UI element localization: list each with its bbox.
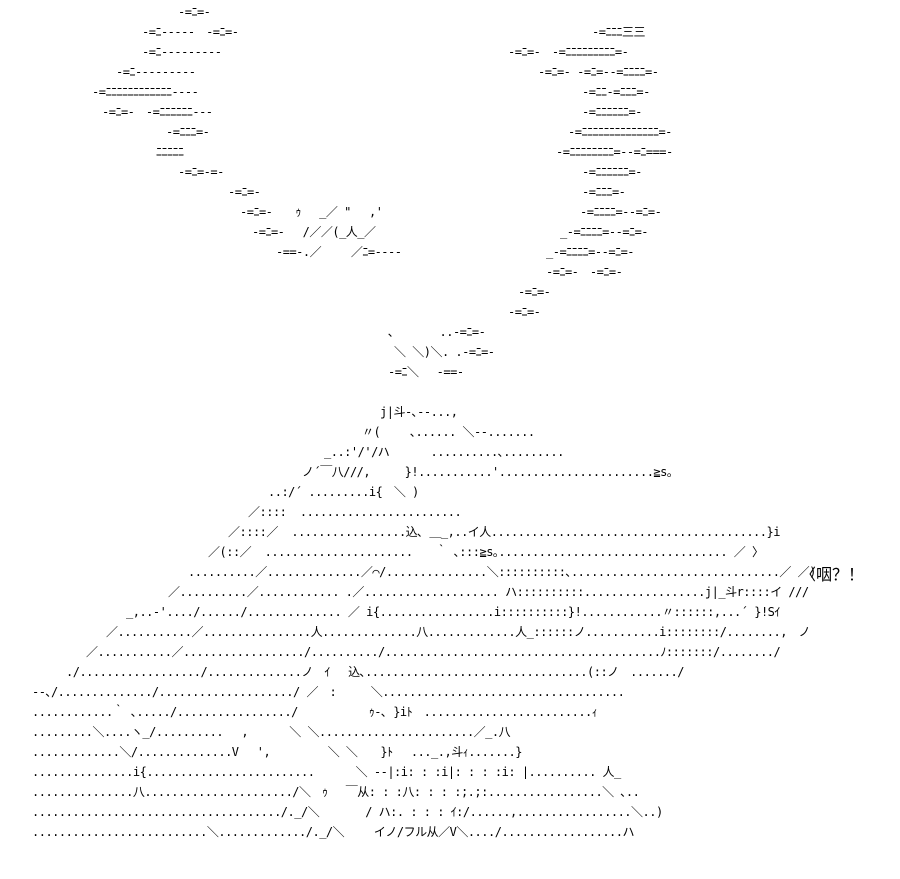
art-line: -=ﾆﾆ-=ﾆﾆﾆ=- (582, 85, 650, 99)
art-line: ..........／..............／⌒/............… (188, 565, 816, 579)
art-line: ／...........／................../........… (86, 645, 781, 659)
art-line: .............＼/..............V ', ＼ ＼ }ﾄ… (32, 745, 523, 759)
art-line: ﾆﾆﾆﾆﾆ (156, 145, 184, 159)
art-line: _..:'/'/ハ ..........､......... (324, 445, 564, 459)
art-line: -=ﾆ=- -=ﾆ=- (546, 265, 623, 279)
art-line: -=ﾆﾆﾆﾆﾆﾆﾆﾆ=--=ﾆ===- (556, 145, 673, 159)
art-line: -=ﾆﾆﾆﾆﾆﾆ=- (582, 165, 642, 179)
art-line: -=ﾆﾆﾆﾆﾆﾆ=- (582, 105, 642, 119)
art-line: ､ ..-=ﾆ=- (388, 325, 486, 339)
art-line: 〃( ､...... ＼--....... (362, 425, 535, 439)
art-line: -=ﾆﾆﾆ三三 (592, 25, 645, 39)
art-line: ./................../..............ノ ｲ 込… (66, 665, 684, 679)
art-line: -=ﾆﾆﾆ=- (582, 185, 626, 199)
art-line: _-=ﾆﾆﾆﾆ=--=ﾆ=- (546, 245, 635, 259)
art-line: ／:::: ........................ (248, 505, 462, 519)
art-line: ／(::／ ...................... ｀ ､:::≧s｡..… (208, 545, 764, 559)
art-line: -==-.／ ／ﾆ=---- (276, 245, 402, 259)
art-line: ／..........／............ .／.............… (168, 585, 809, 599)
art-line: -=ﾆ=- (508, 305, 541, 319)
art-line: -=ﾆ----- -=ﾆ=- (142, 25, 239, 39)
art-line: ...................................../._… (32, 805, 663, 819)
exclamation-caption: 〈咽？！ (800, 565, 865, 584)
art-line: -=ﾆ--------- (116, 65, 196, 79)
art-line: --､/............../..................../… (32, 685, 625, 699)
art-line: ............｀ ､...../................./ … (32, 705, 598, 719)
art-line: -=ﾆ=- (518, 285, 551, 299)
art-line: ／...........／................人..........… (106, 625, 810, 639)
art-line: -=ﾆﾆﾆﾆﾆﾆﾆﾆﾆﾆﾆﾆ---- (92, 85, 199, 99)
art-line: j|斗-､--..., (380, 405, 458, 419)
art-line: _-=ﾆﾆﾆﾆ=--=ﾆ=- (560, 225, 649, 239)
art-line: -=ﾆ=- (228, 185, 261, 199)
art-line: ..:/´ .........i{ ＼ ) (268, 485, 419, 499)
art-line: -=ﾆ=-=- (178, 165, 224, 179)
art-line: -=ﾆ=- ｩ _／ " ,' (240, 205, 383, 219)
art-line: -=ﾆ=- /／／(_人_／ (252, 225, 376, 239)
art-line: -=ﾆﾆﾆﾆﾆﾆﾆﾆﾆﾆﾆﾆﾆﾆ=- (568, 125, 672, 139)
art-line: ＼ ＼)＼. .-=ﾆ=- (394, 345, 495, 359)
art-line: -=ﾆ--------- (142, 45, 222, 59)
art-line: .........＼....ヽ_/.......... , ＼ ＼.......… (32, 725, 511, 739)
art-line: _,..-'..../....../.............. ／ i{...… (126, 605, 780, 619)
art-line: -=ﾆ＼ -==- (388, 365, 464, 379)
art-line: ／::::／ .................込､ ＿_,..イ人......… (228, 525, 780, 539)
art-line: -=ﾆﾆﾆ=- (166, 125, 210, 139)
art-line: ...............i{.......................… (32, 765, 621, 779)
art-line: -=ﾆ=- -=ﾆ=--=ﾆﾆﾆﾆ=- (538, 65, 659, 79)
art-line: -=ﾆﾆﾆﾆ=--=ﾆ=- (580, 205, 662, 219)
art-line: ノ´￣八///, }!...........'.................… (302, 465, 673, 479)
art-line: ..........................＼.............… (32, 825, 635, 839)
art-line: ...............八....................../＼… (32, 785, 640, 799)
art-line: -=ﾆ=- -=ﾆﾆﾆﾆﾆﾆ--- (102, 105, 213, 119)
art-line: -=ﾆ=- -=ﾆﾆﾆﾆﾆﾆﾆﾆﾆ=- (508, 45, 629, 59)
art-line: -=ﾆ=- (178, 5, 211, 19)
